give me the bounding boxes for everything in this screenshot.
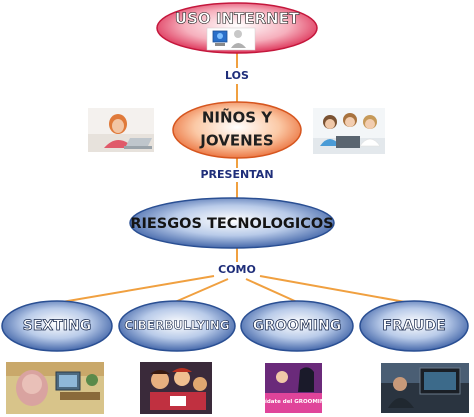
grooming-poster-caption: ¡Cuídate del GROOMING!: [255, 398, 332, 405]
node-grooming-label: GROOMING: [253, 318, 341, 334]
node-ninos-label-line1: NIÑOS Y: [202, 108, 273, 127]
node-ciberbullying[interactable]: CIBERBULLYING: [118, 300, 236, 352]
connector-los: LOS: [225, 69, 249, 82]
node-fraude-label: FRAUDE: [382, 318, 445, 334]
grooming-poster: ¡Cuídate del GROOMING!: [255, 363, 332, 413]
girl-laptop-photo: [88, 108, 154, 152]
node-grooming[interactable]: GROOMING: [240, 300, 354, 352]
node-fraude[interactable]: FRAUDE: [359, 300, 469, 352]
node-ciberbullying-label: CIBERBULLYING: [124, 319, 229, 333]
connector-presentan: PRESENTAN: [200, 168, 273, 181]
node-ninos-label-line2: JOVENES: [199, 132, 273, 150]
kids-laptop-photo: [313, 108, 385, 154]
connector-como: COMO: [218, 263, 256, 276]
node-sexting[interactable]: SEXTING: [1, 300, 113, 352]
node-uso-internet[interactable]: USO INTERNET: [156, 2, 318, 54]
node-uso-internet-label: USO INTERNET: [175, 10, 300, 28]
computer-user-icon: [206, 27, 256, 51]
fraude-photo: [381, 363, 469, 413]
sexting-illustration: [6, 362, 104, 414]
node-riesgos-label: RIESGOS TECNOLOGICOS: [130, 216, 333, 232]
node-ninos-jovenes[interactable]: NIÑOS Y JOVENES: [172, 101, 302, 159]
node-riesgos-tecnologicos[interactable]: RIESGOS TECNOLOGICOS: [129, 197, 335, 249]
connector-lines: [61, 50, 406, 303]
cyberbullying-illustration: [140, 362, 212, 414]
line-como-grooming: [245, 278, 298, 303]
line-como-sexting: [61, 275, 215, 303]
node-sexting-label: SEXTING: [23, 318, 91, 334]
line-como-fraude: [259, 275, 406, 303]
line-como-cyberbullying: [174, 278, 229, 303]
